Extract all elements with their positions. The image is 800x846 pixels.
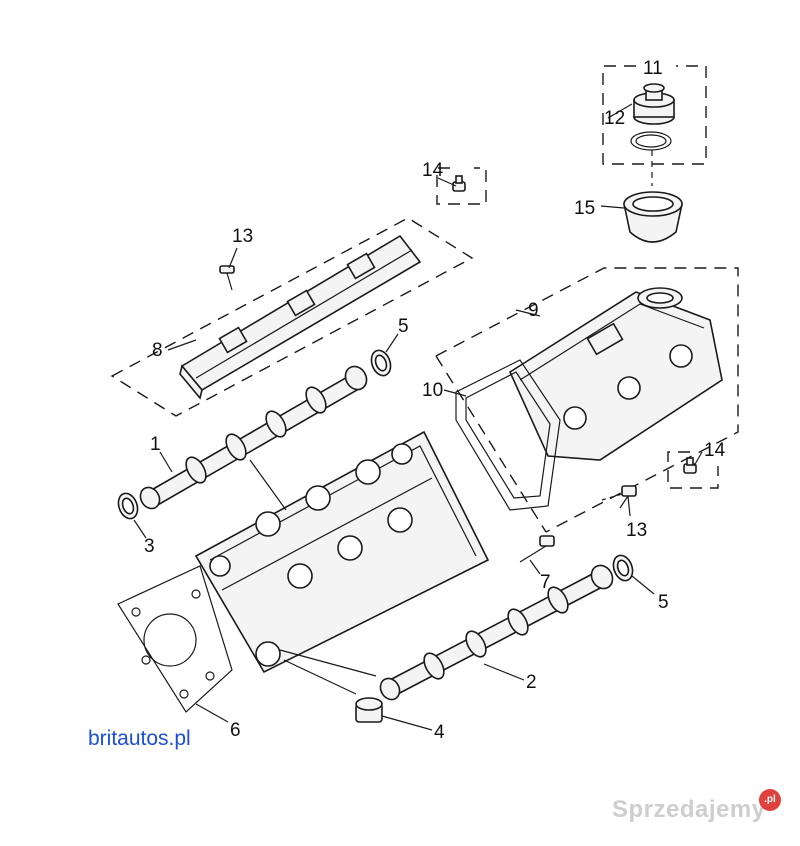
callout-10: 10 [422,380,443,401]
seal-top [370,349,392,377]
callout-1: 1 [150,434,161,455]
filler-cap [633,83,675,125]
callout-6: 6 [230,720,241,741]
callout-3: 3 [144,536,155,557]
site-watermark: britautos.pl [88,727,191,750]
o-ring [630,131,672,151]
callout-labels: 11 12 15 14 13 8 5 9 10 1 3 14 13 7 5 2 … [144,58,726,743]
tappet [355,697,383,723]
callout-14-right: 14 [704,440,726,461]
callout-13-right: 13 [626,520,647,541]
group-box-11-12 [602,65,707,165]
brand-watermark: Sprzedajemy [612,796,766,823]
cam-cover [508,287,723,461]
camshaft-lower [379,564,614,701]
bolt-13-top [219,265,235,291]
callout-15: 15 [574,198,595,219]
callout-9: 9 [528,300,539,321]
callout-8: 8 [152,340,163,361]
cover-rail [179,234,422,400]
group-box-8 [110,217,474,417]
callout-7: 7 [540,572,551,593]
callout-5-top: 5 [398,316,409,337]
brand-badge-icon: .pl [759,789,781,811]
seal-lower [612,554,634,582]
filler-neck [623,150,683,243]
bolt-7 [519,535,555,563]
callout-14-top: 14 [422,160,444,181]
cover-gasket [455,359,561,511]
bolt-small-top [452,175,466,192]
callout-11: 11 [643,58,663,79]
bolt-small-right [683,457,697,474]
group-box-14-top [436,167,487,205]
head-gasket [117,565,233,713]
seal-left [117,492,139,520]
callout-4: 4 [434,722,445,743]
callout-2: 2 [526,672,537,693]
callout-12: 12 [604,108,625,129]
cylinder-head [194,430,490,695]
leader-lines [133,103,703,731]
group-box-9 [435,267,739,533]
camshaft-upper [139,365,368,510]
callout-5-lower: 5 [658,592,669,613]
bolt-13-right [601,485,637,509]
callout-13-top: 13 [232,226,253,247]
